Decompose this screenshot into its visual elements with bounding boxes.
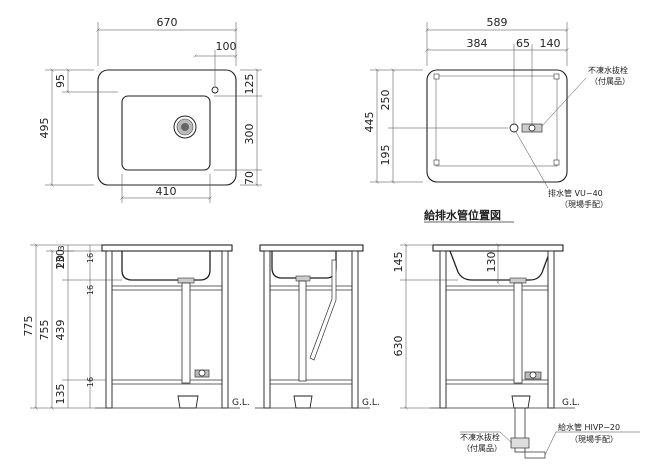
note-drain-l1: 排水管 VU−40: [548, 188, 603, 198]
drain-strainer-icon: [173, 115, 197, 139]
dim-16-c: 16: [86, 377, 95, 387]
plan-bowl: [121, 95, 211, 171]
valve-icon: [521, 123, 543, 133]
dim-250: 250: [379, 90, 392, 111]
dim-95: 95: [54, 74, 67, 88]
dim-384: 384: [467, 37, 488, 50]
dim-20: 20: [54, 255, 67, 269]
dim-410: 410: [156, 185, 177, 198]
dim-130: 130: [54, 249, 67, 270]
dim-70: 70: [243, 171, 256, 185]
dim-439: 439: [54, 320, 67, 341]
gl-label-3: G.L.: [562, 398, 580, 408]
dim-65: 65: [516, 37, 530, 50]
note-drain-l2: （現場手配）: [560, 199, 608, 209]
faucet-hole: [211, 86, 219, 94]
note-valve-l1: 不凍水抜栓: [588, 65, 628, 75]
gl-label-2: G.L.: [362, 398, 380, 408]
plan-view: 670 100 495 95 125 300 70 410: [38, 16, 262, 203]
dim-125: 125: [243, 74, 256, 95]
dim-100: 100: [216, 40, 237, 53]
dim-775: 775: [22, 316, 35, 337]
note-supply-l2: （現場手配）: [570, 434, 618, 444]
note-valve-l2: （付属品）: [590, 76, 630, 86]
note-bottom-valve-l2: （付属品）: [462, 443, 502, 453]
dim-145: 145: [392, 252, 405, 273]
dim-300: 300: [243, 124, 256, 145]
dim-16-b: 16: [86, 285, 95, 295]
section-title: 給排水管位置図: [424, 208, 501, 222]
side-elevation: G.L. 145 630 130 不凍水抜栓 （付属品） 給水管 HIVP−20…: [392, 245, 640, 459]
dim-670: 670: [157, 16, 178, 29]
dim-140: 140: [540, 37, 561, 50]
dim-3: 3: [57, 245, 66, 250]
dim-195: 195: [379, 145, 392, 166]
dim-495: 495: [38, 118, 51, 139]
front-elevation: G.L. 775 755 3 20 130 439 135 16 16 16: [22, 245, 250, 408]
gl-label-1: G.L.: [232, 398, 250, 408]
note-bottom-valve-l1: 不凍水抜栓: [460, 432, 500, 442]
dim-589: 589: [487, 16, 508, 29]
rear-frame: [435, 75, 558, 167]
rear-view: 589 384 65 140 445 250 195 不凍水抜栓 （付属品） 排…: [363, 16, 630, 223]
dim-135: 135: [54, 384, 67, 405]
middle-elevation: G.L.: [255, 244, 380, 409]
dim-755: 755: [38, 320, 51, 341]
dim-130-side: 130: [485, 252, 498, 273]
dim-445: 445: [363, 112, 376, 133]
rear-sink-outline: [426, 69, 568, 183]
dim-630: 630: [392, 336, 405, 357]
drain-pipe-point: [509, 123, 519, 133]
note-supply-l1: 給水管 HIVP−20: [558, 422, 620, 432]
dim-16-a: 16: [86, 253, 95, 263]
